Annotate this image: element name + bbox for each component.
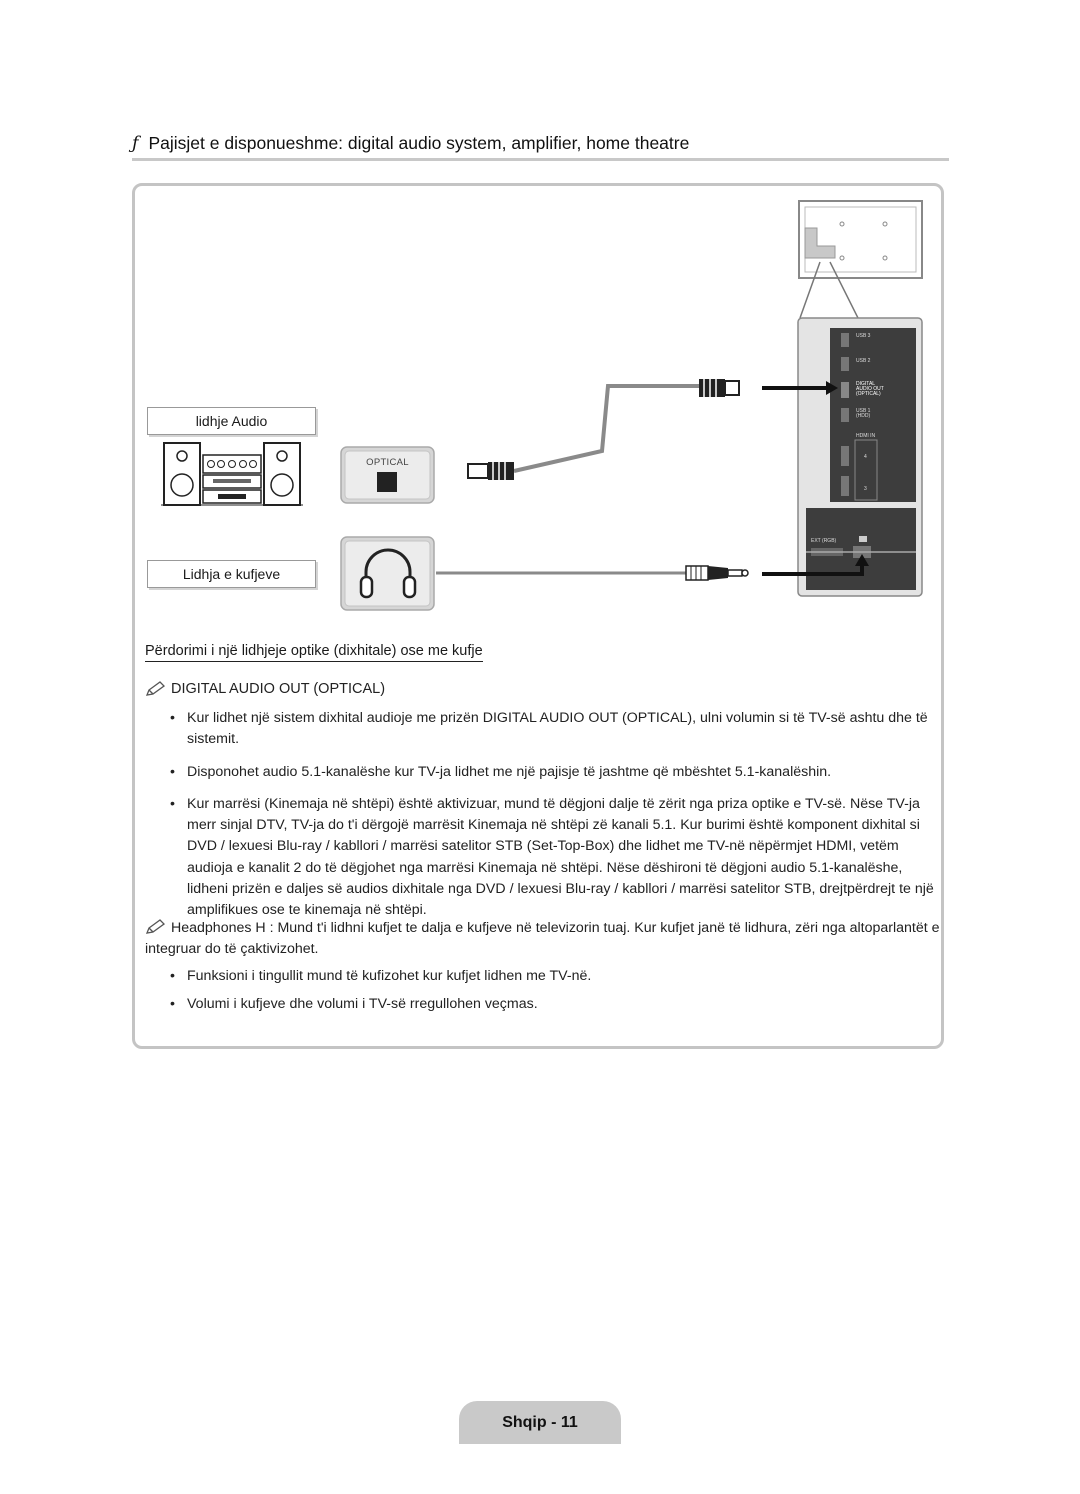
list-item: Volumi i kufjeve dhe volumi i TV-së rreg…: [170, 994, 942, 1016]
optical-note-list: Kur lidhet një sistem dixhital audioje m…: [170, 708, 942, 922]
port-hdmi3-label: 3: [864, 486, 867, 492]
headphones-note-list: Funksioni i tingullit mund të kufizohet …: [170, 966, 942, 1016]
heading-bullet: ƒ: [132, 134, 139, 154]
headphones-note: Headphones H : Mund t'i lidhni kufjet te…: [145, 918, 942, 961]
list-item: Kur marrësi (Kinemaja në shtëpi) është a…: [170, 794, 942, 922]
optical-note-title: DIGITAL AUDIO OUT (OPTICAL): [145, 681, 385, 697]
optical-note-title-text: DIGITAL AUDIO OUT (OPTICAL): [171, 681, 386, 697]
headphone-arrow: [762, 554, 869, 576]
headphones-note-text: Headphones H : Mund t'i lidhni kufjet te…: [145, 920, 940, 958]
port-optical-label-1: DIGITAL: [856, 381, 875, 387]
optical-port-label: OPTICAL: [366, 457, 409, 468]
optical-arrow: [762, 381, 838, 395]
port-usb1-label-2: (HDD): [856, 413, 870, 419]
port-usb3-label: USB 3: [856, 333, 871, 339]
content-panel: [132, 183, 944, 1049]
headphone-cable: [436, 565, 749, 581]
heading-divider: [132, 158, 949, 161]
port-usb2-label: USB 2: [856, 358, 871, 364]
port-hdmi-label: HDMI IN: [856, 433, 876, 439]
headphones-icon: [340, 536, 435, 611]
audio-system-icon: [161, 442, 303, 506]
port-optical-label-2: AUDIO OUT: [856, 386, 884, 392]
usage-title: Përdorimi i një lidhjeje optike (dixhita…: [145, 643, 483, 662]
port-optical-label-3: (OPTICAL): [856, 391, 881, 397]
optical-port-panel: [340, 446, 435, 504]
page-number-tab: Shqip - 11: [459, 1401, 621, 1444]
tv-side-panel: USB 3 USB 2 DIGITAL AUDIO OUT (OPTICAL) …: [797, 317, 923, 597]
list-item: Kur lidhet një sistem dixhital audioje m…: [170, 708, 942, 751]
heading-text: Pajisjet e disponueshme: digital audio s…: [148, 133, 690, 153]
note-pencil-icon: [145, 681, 165, 697]
port-usb1-label-1: USB 1: [856, 408, 871, 414]
list-item: Funksioni i tingullit mund të kufizohet …: [170, 966, 942, 988]
tv-rear-thumbnail: [798, 200, 923, 319]
audio-connection-label: lidhje Audio: [147, 407, 316, 435]
optical-cable: [467, 379, 740, 480]
port-hdmi4-label: 4: [864, 454, 867, 460]
list-item: Disponohet audio 5.1-kanalëshe kur TV-ja…: [170, 762, 942, 784]
port-ext-label: EXT (RGB): [811, 538, 837, 544]
section-heading: ƒ Pajisjet e disponueshme: digital audio …: [132, 130, 948, 157]
note-pencil-icon: [145, 919, 165, 934]
headphone-connection-label: Lidhja e kufjeve: [147, 560, 316, 588]
